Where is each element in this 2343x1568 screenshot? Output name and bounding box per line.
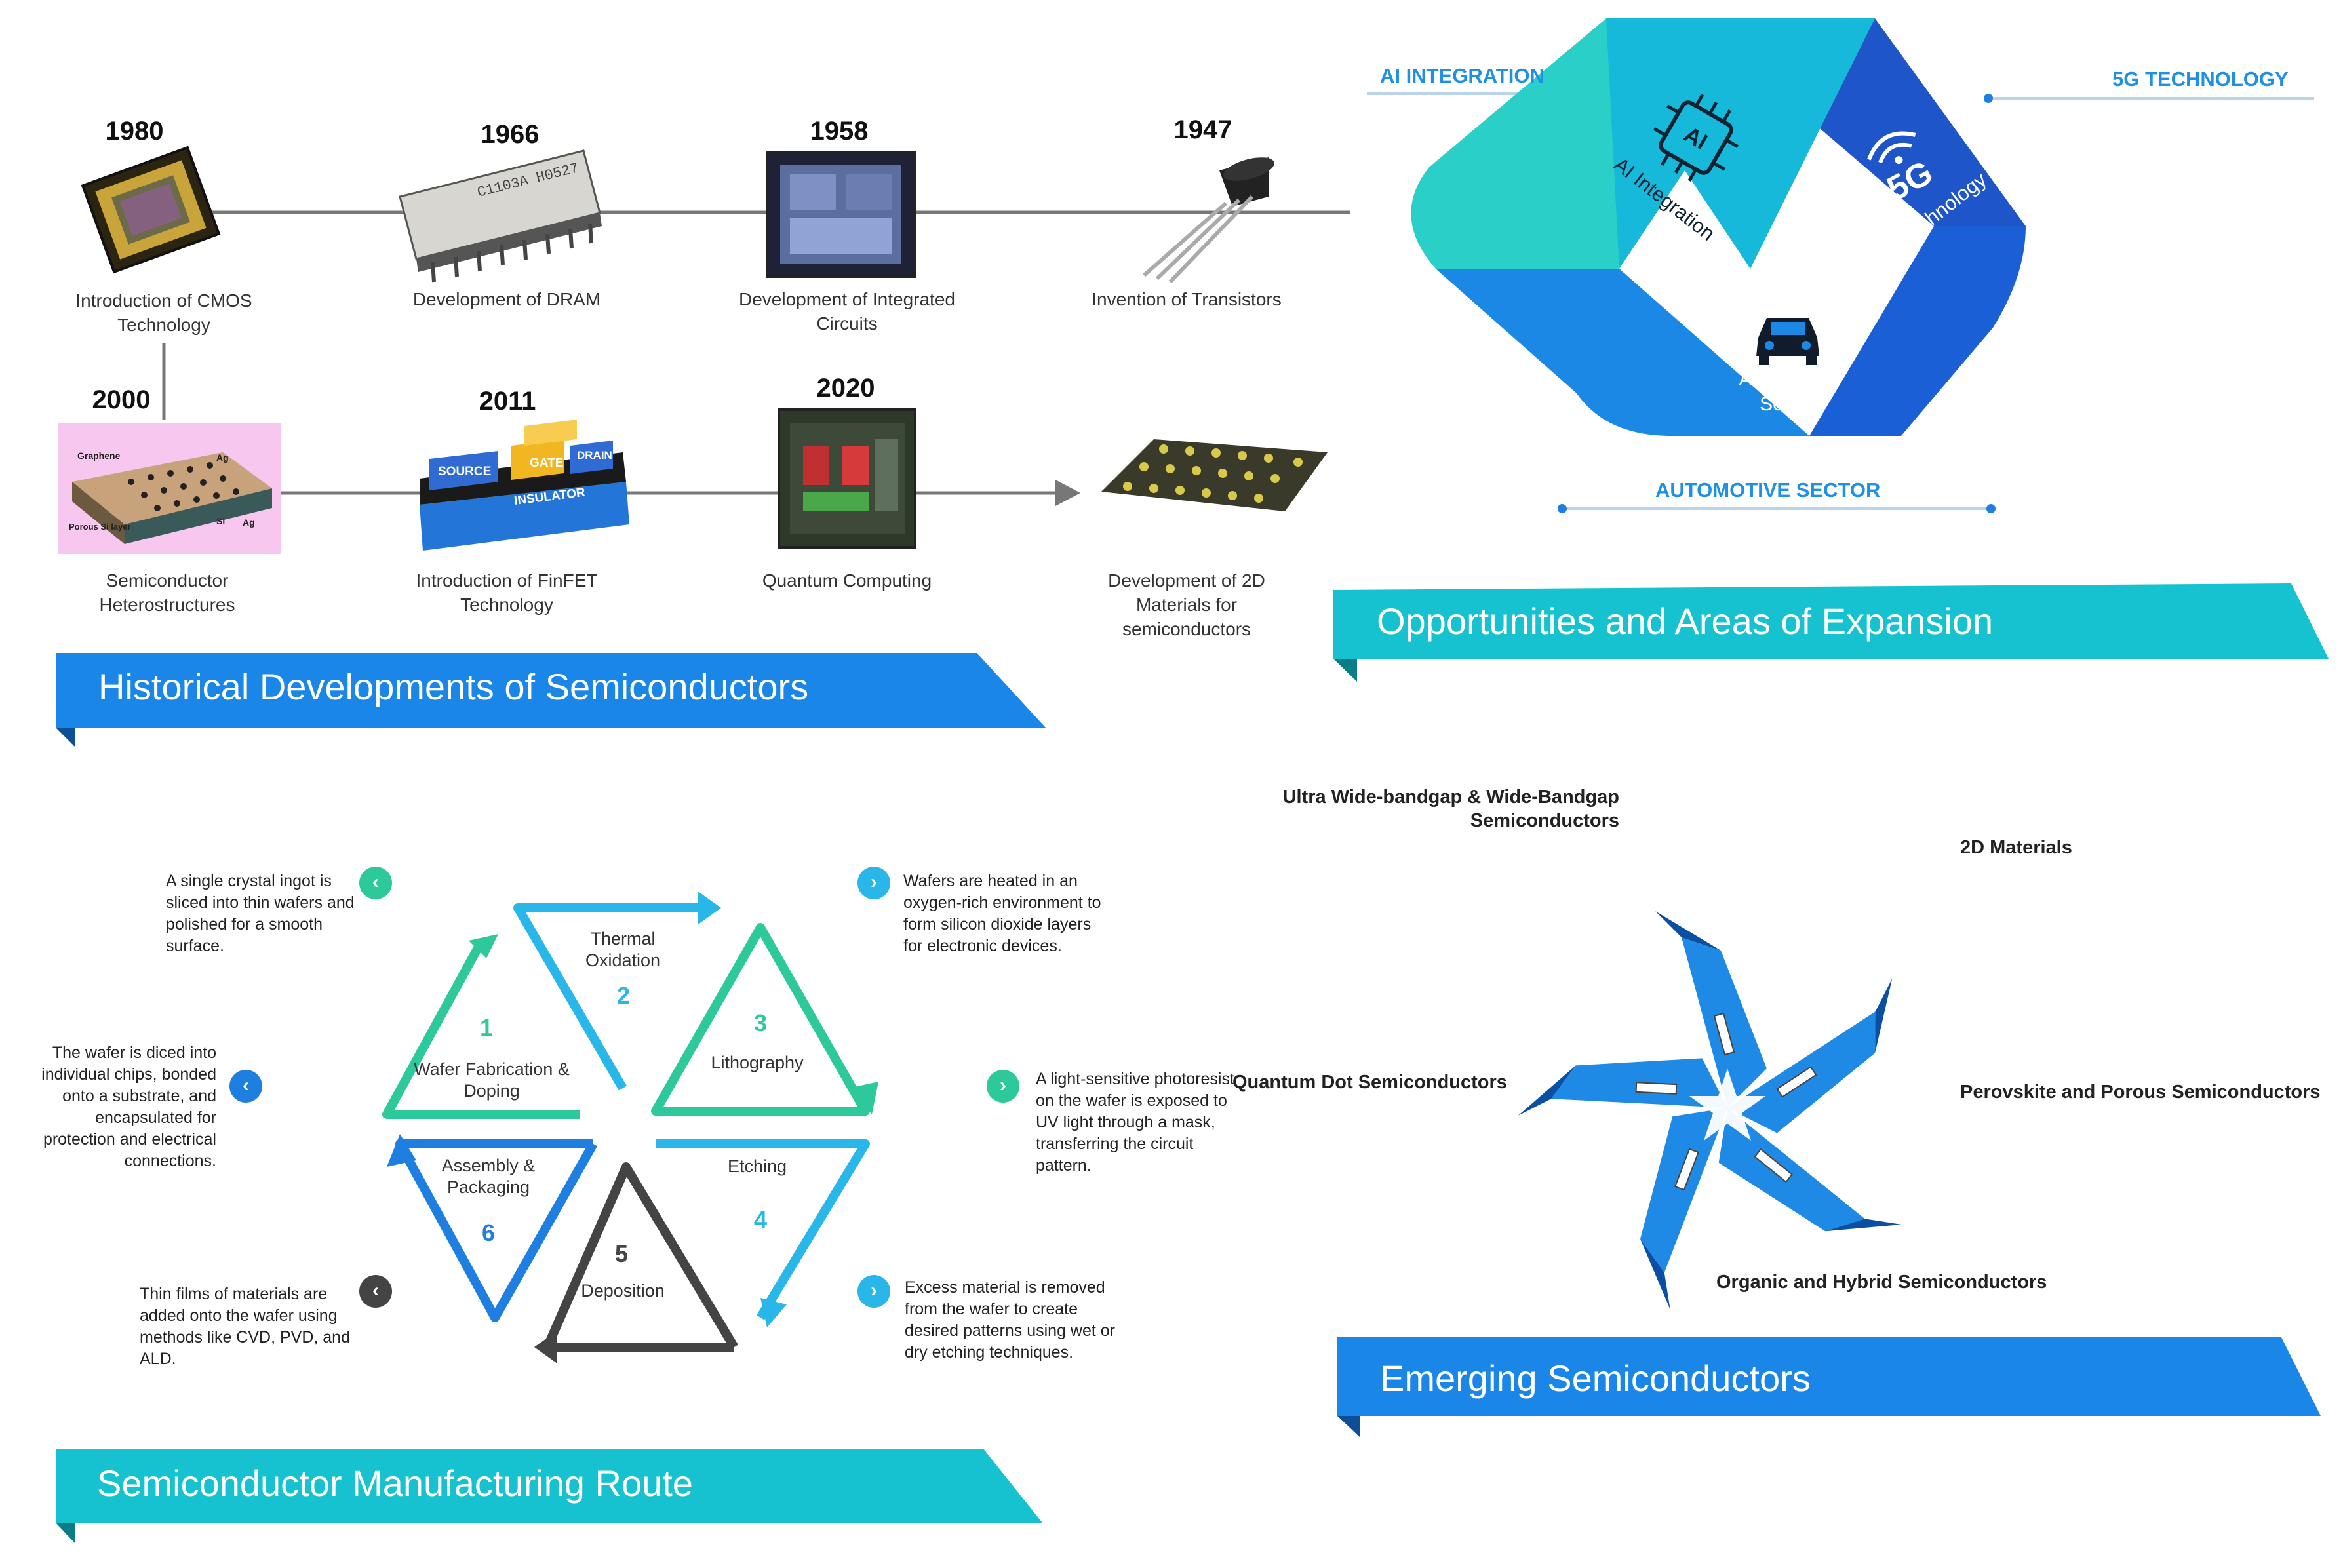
finfet-image: SOURCE GATE DRAIN INSULATOR: [420, 420, 629, 551]
step-4-name: Etching: [727, 1156, 787, 1176]
year-2011: 2011: [479, 387, 536, 416]
step-6-number: 6: [481, 1219, 496, 1246]
emerging-banner-title: Emerging Semiconductors: [1380, 1358, 1811, 1399]
step-1-desc: A single crystal ingot is sliced into th…: [166, 872, 355, 955]
opportunities-triangle: [1411, 18, 2026, 436]
year-1958: 1958: [810, 117, 869, 146]
step-4-desc: Excess material is removed from the wafe…: [905, 1278, 1116, 1362]
hetero-label-ag-top: Ag: [216, 452, 229, 463]
finfet-label-source: SOURCE: [438, 465, 491, 479]
step-5-name: Deposition: [581, 1281, 665, 1301]
step-1-name: Wafer Fabrication & Doping: [414, 1059, 570, 1101]
step-2-desc: Wafers are heated in an oxygen-rich envi…: [903, 872, 1101, 955]
manufacturing-banner-title: Semiconductor Manufacturing Route: [97, 1462, 693, 1504]
opportunities-banner-title: Opportunities and Areas of Expansion: [1377, 600, 1994, 642]
caption-hetero: Semiconductor Heterostructures: [99, 570, 235, 615]
step4-triangle: [656, 1139, 870, 1320]
historical-graphics: C1103A H0527 Graphene Ag Po: [56, 146, 1350, 747]
step-3-desc: A light-sensitive photoresist on the waf…: [1036, 1070, 1234, 1175]
caption-dram: Development of DRAM: [412, 289, 601, 309]
finfet-label-gate: GATE: [530, 456, 563, 470]
step-2-name: Thermal Oxidation: [585, 929, 661, 970]
step-4-number: 4: [753, 1206, 768, 1233]
label-ai-integration: AI INTEGRATION: [1380, 64, 1545, 87]
label-5g-technology: 5G TECHNOLOGY: [2112, 68, 2289, 90]
step-4-chevron-icon: ›: [857, 1275, 890, 1308]
emerging-banner-shape: [1337, 1337, 2321, 1416]
finfet-label-drain: DRAIN: [577, 449, 612, 461]
dram-chip-image: C1103A H0527: [399, 149, 602, 283]
2d-material-image: [1101, 439, 1328, 511]
step5-triangle: [543, 1162, 739, 1350]
year-2020: 2020: [816, 374, 875, 402]
step-1-number: 1: [479, 1014, 494, 1041]
caption-cmos: Introduction of CMOS Technology: [75, 290, 252, 335]
year-1966: 1966: [481, 120, 540, 149]
emerging-label-perovskite: Perovskite and Porous Semiconductors: [1960, 1082, 2321, 1103]
heterostructure-image: Graphene Ag Porous Si layer Si Ag: [58, 423, 281, 554]
emerging-star: [1517, 911, 1927, 1310]
manufacturing-graphics: [56, 892, 1042, 1544]
transistor-image: [1143, 157, 1274, 284]
step-1-chevron-icon: ‹: [359, 867, 392, 899]
hetero-label-si: Si: [216, 516, 225, 526]
step3-triangle: [651, 923, 870, 1116]
caption-2d: Development of 2D Materials for semicond…: [1108, 570, 1265, 639]
historical-banner-shape: [56, 653, 1046, 728]
step1-triangle: [382, 938, 580, 1119]
caption-quantum: Quantum Computing: [762, 570, 932, 591]
caption-finfet: Introduction of FinFET Technology: [416, 570, 598, 615]
caption-transistor: Invention of Transistors: [1092, 289, 1282, 309]
emerging-label-wide-bandgap: Ultra Wide-bandgap & Wide-Bandgap Semico…: [1282, 787, 1619, 831]
car-icon: [1756, 318, 1819, 365]
hetero-label-porous: Porous Si layer: [69, 522, 131, 532]
hetero-label-ag-bottom: Ag: [243, 517, 255, 528]
ic-die-image: [766, 151, 916, 278]
year-1980: 1980: [105, 117, 164, 146]
quantum-chip-image: [778, 408, 916, 549]
opportunities-banner-shape: [1333, 583, 2329, 659]
step-6-chevron-icon: ‹: [229, 1070, 262, 1103]
step-3-number: 3: [753, 1009, 768, 1036]
historical-banner-title: Historical Developments of Semiconductor…: [98, 666, 809, 707]
timeline-arrowhead: [1055, 480, 1080, 506]
cmos-chip-image: [81, 146, 221, 274]
segment-label-automotive: Automotive Sector: [1739, 368, 1838, 415]
step-5-chevron-icon: ‹: [359, 1275, 392, 1308]
step-3-name: Lithography: [711, 1053, 804, 1072]
step-2-number: 2: [616, 982, 631, 1009]
step-5-number: 5: [614, 1240, 629, 1267]
caption-ic: Development of Integrated Circuits: [739, 289, 955, 334]
step2-triangle: [513, 903, 711, 1091]
step-6-desc: The wafer is diced into individual chips…: [41, 1044, 216, 1170]
emerging-label-2d: 2D Materials: [1960, 837, 2072, 858]
opportunities-graphics: AI AI Integration 5G 5G Technology: [1333, 18, 2329, 682]
step-3-chevron-icon: ›: [987, 1070, 1019, 1103]
step6-triangle: [395, 1139, 598, 1322]
step-2-chevron-icon: ›: [857, 867, 890, 899]
manufacturing-banner-shape: [56, 1449, 1042, 1523]
label-automotive-sector: AUTOMOTIVE SECTOR: [1655, 479, 1881, 501]
step-6-name: Assembly & Packaging: [441, 1156, 536, 1197]
emerging-graphics: [1337, 911, 2321, 1438]
emerging-label-organic: Organic and Hybrid Semiconductors: [1716, 1272, 2047, 1293]
emerging-label-quantum-dot: Quantum Dot Semiconductors: [1232, 1072, 1507, 1093]
hetero-label-graphene: Graphene: [77, 450, 121, 461]
step-5-desc: Thin films of materials are added onto t…: [140, 1285, 350, 1368]
year-2000: 2000: [92, 385, 151, 414]
year-1947: 1947: [1173, 115, 1232, 144]
